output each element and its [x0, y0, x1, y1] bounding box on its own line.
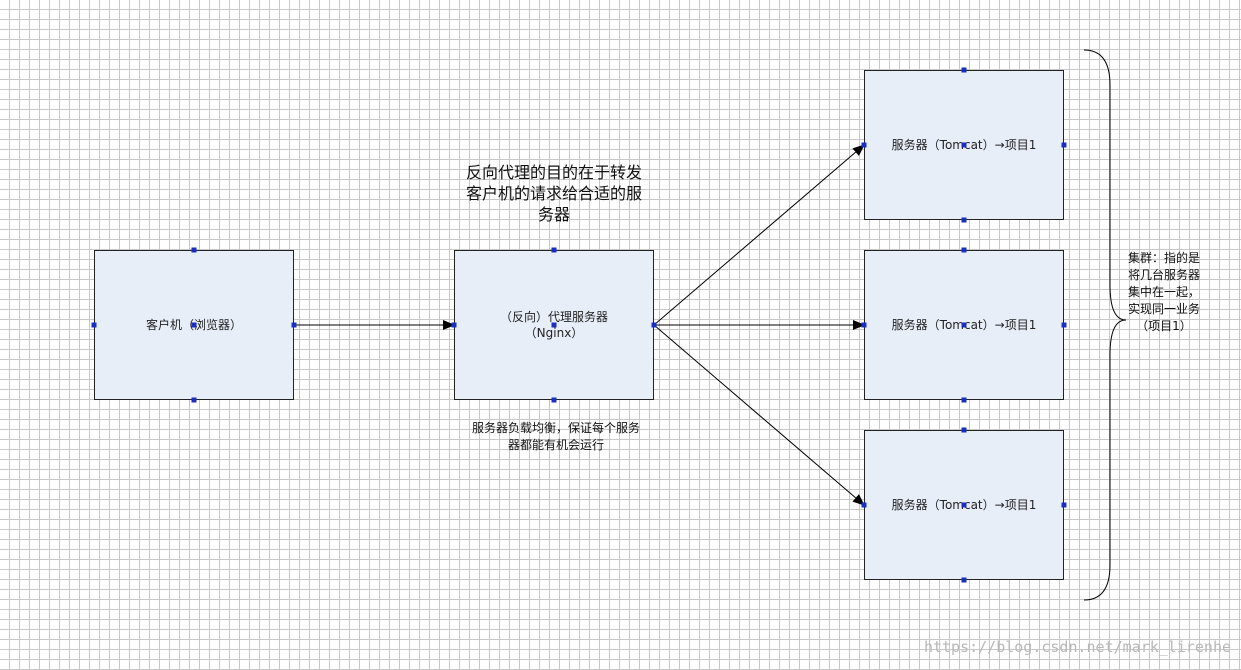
connection-point[interactable]	[551, 322, 557, 328]
connection-point[interactable]	[191, 397, 197, 403]
connection-point[interactable]	[91, 322, 97, 328]
cluster-note: 集群：指的是将几台服务器集中在一起，实现同一业务（项目1）	[1128, 251, 1201, 333]
connection-point[interactable]	[1061, 142, 1067, 148]
connection-point[interactable]	[961, 397, 967, 403]
cluster-brace	[1083, 49, 1127, 601]
connection-point[interactable]	[961, 67, 967, 73]
connection-point[interactable]	[291, 322, 297, 328]
connection-point[interactable]	[1061, 322, 1067, 328]
connection-point[interactable]	[861, 322, 867, 328]
connection-point[interactable]	[651, 322, 657, 328]
arrow-proxy-to-server3	[653, 324, 865, 506]
watermark: https://blog.csdn.net/mark_lirenhe	[923, 638, 1231, 656]
connection-point[interactable]	[961, 427, 967, 433]
proxy-purpose-note: 反向代理的目的在于转发客户机的请求给合适的服务器	[465, 163, 642, 224]
proxy-label: （反向）代理服务器	[499, 310, 608, 324]
connection-point[interactable]	[551, 397, 557, 403]
connection-point[interactable]	[551, 247, 557, 253]
connection-point[interactable]	[961, 577, 967, 583]
connection-point[interactable]	[451, 322, 457, 328]
arrow-proxy-to-server1	[653, 144, 865, 326]
connection-point[interactable]	[961, 217, 967, 223]
connection-point[interactable]	[1061, 502, 1067, 508]
connection-point[interactable]	[961, 502, 967, 508]
proxy-sublabel: （Nginx）	[524, 326, 584, 340]
connection-point[interactable]	[191, 247, 197, 253]
connection-point[interactable]	[961, 247, 967, 253]
connection-point[interactable]	[961, 142, 967, 148]
connection-point[interactable]	[861, 142, 867, 148]
connection-point[interactable]	[191, 322, 197, 328]
connection-point[interactable]	[961, 322, 967, 328]
load-balance-note: 服务器负载均衡，保证每个服务器都能有机会运行	[471, 421, 640, 452]
connection-point[interactable]	[861, 502, 867, 508]
